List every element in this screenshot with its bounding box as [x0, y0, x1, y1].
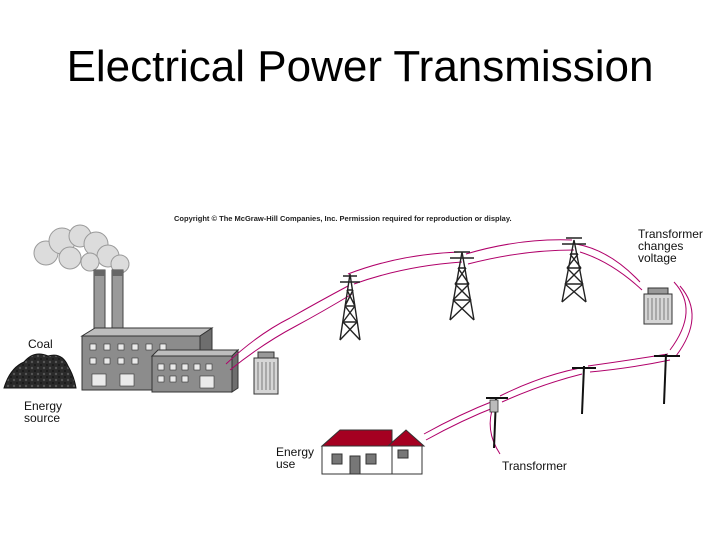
- house: [320, 429, 426, 475]
- utility-pole: [654, 353, 680, 405]
- utility-pole: [572, 365, 596, 415]
- copyright-notice: Copyright © The McGraw-Hill Companies, I…: [174, 214, 512, 223]
- coal-pile: [3, 353, 77, 389]
- transmission-tower: [449, 251, 475, 321]
- plant-transformer: [253, 351, 279, 395]
- transformer-label: Transformer: [502, 459, 567, 473]
- transmission-tower: [339, 273, 361, 341]
- transformer-changes-voltage-label: Transformer changes voltage: [638, 227, 703, 265]
- power-plant: [80, 327, 240, 393]
- energy-source-label: Energy source: [24, 399, 63, 425]
- transmission-tower: [561, 237, 587, 303]
- substation-transformer: [643, 287, 673, 325]
- pole-transformer: [489, 399, 499, 413]
- energy-use-label: Energy use: [276, 445, 315, 471]
- transmission-wires: [225, 239, 693, 455]
- coal-label: Coal: [28, 337, 53, 351]
- smokestacks: [93, 269, 124, 337]
- page-title: Electrical Power Transmission: [66, 42, 654, 91]
- smoke-cloud: [33, 224, 130, 274]
